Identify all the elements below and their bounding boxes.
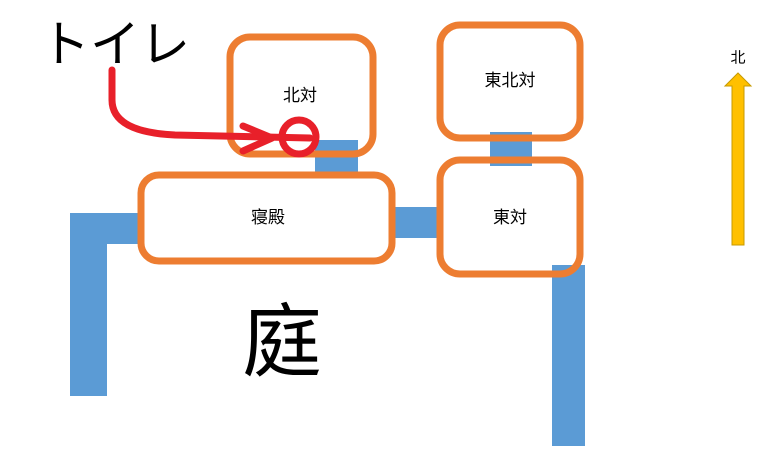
building-label: 北対: [283, 86, 317, 106]
toilet-location-circle: [278, 116, 320, 158]
garden-label: 庭: [242, 296, 322, 389]
building-higashi-no-tai: 東対: [436, 156, 584, 278]
building-higashi-kita-no-tai: 東北対: [436, 21, 584, 142]
north-arrow-icon: [723, 72, 753, 246]
toilet-pointer-arrow: [108, 66, 320, 158]
building-label: 東北対: [485, 71, 536, 91]
building-shinden: 寝殿: [137, 171, 396, 265]
corridor-right-vertical: [552, 265, 585, 446]
north-label: 北: [730, 49, 745, 67]
corridor-shinden-higashi: [392, 207, 440, 238]
building-label: 東対: [493, 208, 527, 228]
building-label: 寝殿: [251, 207, 285, 228]
toilet-label: トイレ: [40, 16, 190, 74]
corridor-left-horizontal: [95, 213, 141, 244]
